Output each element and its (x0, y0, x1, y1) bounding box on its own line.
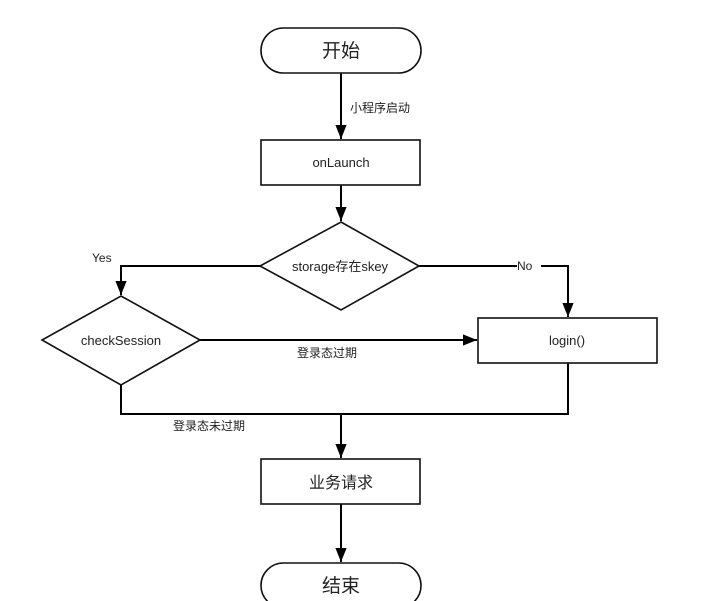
node-check-session-label: checkSession (81, 333, 161, 348)
node-login: login() (477, 317, 658, 364)
node-login-label: login() (549, 333, 585, 348)
node-business: 业务请求 (260, 458, 421, 505)
edge-label-yes: Yes (92, 251, 112, 265)
node-start: 开始 (260, 27, 422, 74)
edge-label-no: No (517, 259, 533, 273)
node-start-label: 开始 (322, 40, 360, 62)
node-onlaunch-label: onLaunch (312, 155, 369, 170)
node-check-session: checkSession (40, 295, 202, 386)
edge-session-valid (120, 385, 341, 415)
edge-label-session-expired: 登录态过期 (297, 345, 357, 360)
edge-storage-yes (115, 265, 260, 295)
edge-storage-no (419, 265, 574, 317)
node-end-label: 结束 (322, 575, 360, 597)
node-onlaunch: onLaunch (260, 139, 421, 186)
node-storage-check-label: storage存在skey (292, 259, 389, 274)
edge-label-app-launch: 小程序启动 (350, 100, 410, 115)
node-storage-check: storage存在skey (258, 221, 421, 311)
edge-label-session-valid: 登录态未过期 (173, 418, 245, 433)
node-business-label: 业务请求 (309, 473, 373, 492)
node-end: 结束 (260, 562, 422, 601)
edge-login-to-business (341, 363, 569, 415)
